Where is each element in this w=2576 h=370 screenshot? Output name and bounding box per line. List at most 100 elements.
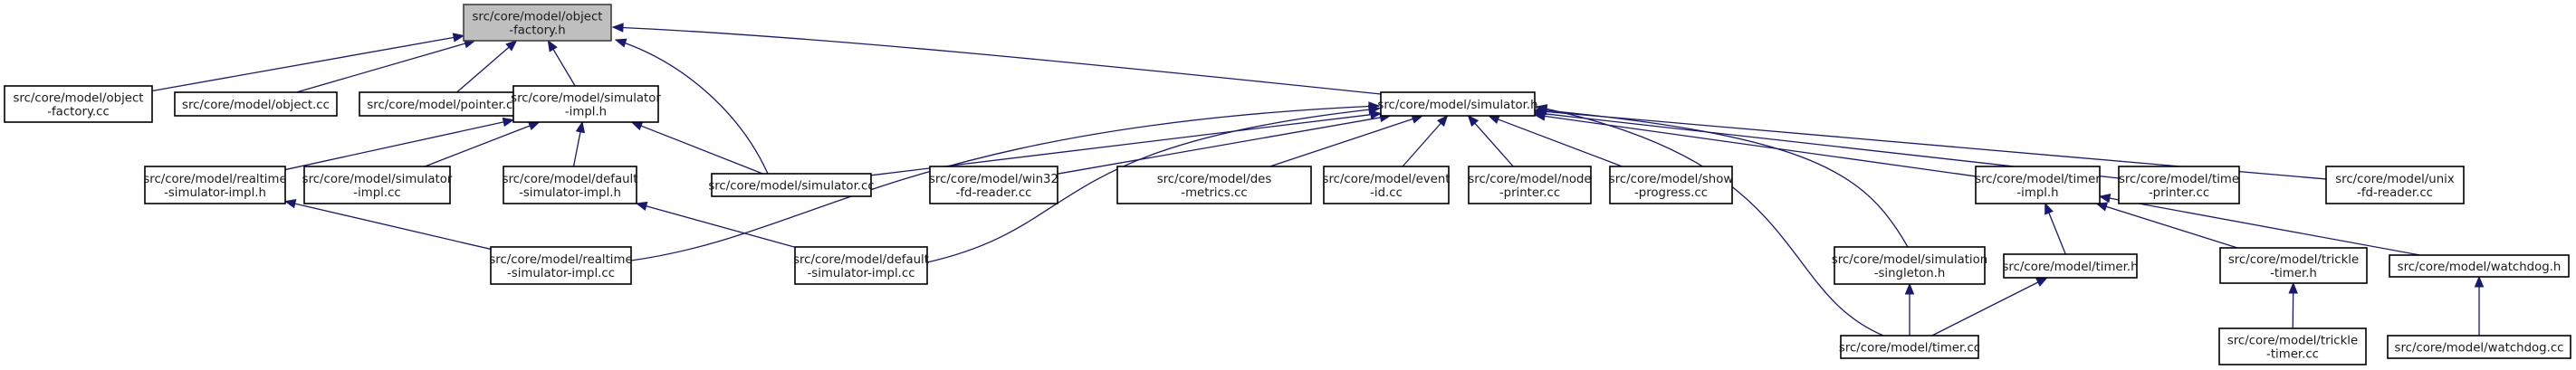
dependency-edge [611, 23, 1382, 95]
file-node-simulator-impl-h[interactable]: src/core/model/simulator-impl.h [511, 85, 661, 123]
node-label: src/core/model/trickle [2228, 253, 2359, 267]
node-box[interactable] [794, 246, 928, 285]
arrowhead-icon [547, 39, 558, 52]
edge-line [1473, 122, 1514, 167]
node-label: -factory.h [509, 24, 565, 38]
file-node-des-metrics-cc[interactable]: src/core/model/des-metrics.cc [1116, 166, 1312, 204]
node-box[interactable] [303, 166, 451, 204]
node-label: -id.cc [1370, 186, 1403, 200]
file-node-simulator-h[interactable]: src/core/model/simulator.h [1377, 91, 1538, 117]
file-node-default-simulator-impl-cc[interactable]: src/core/model/default-simulator-impl.cc [793, 246, 929, 285]
arrowhead-icon [630, 121, 644, 131]
file-node-timer-impl-h[interactable]: src/core/model/timer-impl.h [1975, 166, 2101, 204]
file-node-time-printer-cc[interactable]: src/core/model/time-printer.cc [2118, 166, 2240, 204]
file-node-show-progress-cc[interactable]: src/core/model/show-progress.cc [1609, 166, 1734, 204]
file-node-watchdog-cc[interactable]: src/core/model/watchdog.cc [2387, 335, 2571, 359]
node-label: -singleton.h [1874, 267, 1946, 280]
node-box[interactable] [1380, 91, 1536, 117]
dependency-edge [1931, 277, 2048, 337]
node-label: -factory.cc [47, 106, 110, 119]
file-node-object-cc[interactable]: src/core/model/object.cc [174, 91, 338, 117]
node-label: src/core/model/timer.cc [1839, 342, 1980, 356]
node-box[interactable] [2003, 253, 2138, 279]
file-node-timer-h[interactable]: src/core/model/timer.h [2003, 253, 2139, 279]
file-node-simulator-impl-cc[interactable]: src/core/model/simulator-impl.cc [302, 166, 453, 204]
node-label: src/core/model/watchdog.cc [2395, 342, 2564, 356]
node-label: src/core/model/simulation [1832, 253, 1987, 267]
dependency-edge [630, 121, 763, 175]
node-label: -simulator-impl.cc [807, 267, 915, 280]
node-label: src/core/model/default [503, 173, 638, 186]
dependency-edge [1535, 104, 1884, 337]
node-box[interactable] [463, 4, 612, 42]
arrowhead-icon [452, 33, 465, 43]
node-box[interactable] [2325, 166, 2465, 204]
node-box[interactable] [1834, 246, 1986, 285]
file-node-realtime-simulator-impl-cc[interactable]: src/core/model/realtime-simulator-impl.c… [489, 246, 633, 285]
file-node-object-factory-cc[interactable]: src/core/model/object-factory.cc [4, 85, 153, 123]
node-box[interactable] [4, 85, 153, 123]
edge-line [645, 204, 796, 248]
node-label: -progress.cc [1634, 186, 1708, 200]
file-node-object-factory-h[interactable]: src/core/model/object-factory.h [463, 4, 612, 42]
arrowhead-icon [611, 23, 624, 33]
node-box[interactable] [2389, 254, 2570, 278]
dependency-edge [2288, 281, 2298, 329]
node-label: src/core/model/watchdog.h [2398, 261, 2562, 274]
node-box[interactable] [512, 85, 659, 123]
file-node-timer-cc[interactable]: src/core/model/timer.cc [1839, 335, 1980, 359]
node-box[interactable] [1609, 166, 1733, 204]
node-box[interactable] [359, 91, 528, 117]
dependency-edge [1269, 114, 1424, 167]
node-box[interactable] [2118, 166, 2240, 204]
node-box[interactable] [144, 166, 286, 204]
file-node-simulator-cc[interactable]: src/core/model/simulator.cc [708, 173, 875, 197]
dependency-edge [926, 105, 1381, 263]
file-node-simulation-singleton-h[interactable]: src/core/model/simulation-singleton.h [1832, 246, 1987, 285]
node-label: -fd-reader.cc [956, 186, 1032, 200]
node-box[interactable] [490, 246, 632, 285]
node-box[interactable] [1116, 166, 1312, 204]
file-node-event-id-cc[interactable]: src/core/model/event-id.cc [1323, 166, 1451, 204]
file-node-trickle-timer-cc[interactable]: src/core/model/trickle-timer.cc [2218, 327, 2367, 365]
node-box[interactable] [174, 91, 338, 117]
arrowhead-icon [2045, 202, 2054, 215]
node-box[interactable] [2219, 247, 2368, 284]
arrowhead-icon [2474, 275, 2485, 288]
node-box[interactable] [1840, 335, 1979, 359]
file-node-node-printer-cc[interactable]: src/core/model/node-printer.cc [1468, 166, 1592, 204]
node-box[interactable] [2218, 327, 2367, 365]
node-box[interactable] [1323, 166, 1450, 204]
node-box[interactable] [711, 173, 872, 197]
file-node-win32-fd-reader-cc[interactable]: src/core/model/win32-fd-reader.cc [929, 166, 1058, 204]
dependency-edge [2095, 202, 2238, 249]
node-label: src/core/model/node [1468, 173, 1591, 186]
node-label: src/core/model/time [2119, 173, 2239, 186]
node-label: -fd-reader.cc [2357, 186, 2433, 200]
arrowhead-icon [2095, 202, 2109, 212]
file-node-watchdog-h[interactable]: src/core/model/watchdog.h [2389, 254, 2570, 278]
arrowhead-icon [1487, 115, 1500, 124]
arrowhead-icon [1904, 282, 1915, 295]
arrowhead-icon [1369, 109, 1383, 119]
file-node-trickle-timer-h[interactable]: src/core/model/trickle-timer.h [2219, 247, 2368, 284]
edge-line [551, 48, 576, 87]
node-box[interactable] [503, 166, 637, 204]
file-node-realtime-simulator-impl-h[interactable]: src/core/model/realtime-simulator-impl.h [143, 166, 287, 204]
dependency-edge [870, 109, 1383, 176]
file-node-unix-fd-reader-cc[interactable]: src/core/model/unix-fd-reader.cc [2325, 166, 2465, 204]
dependency-edge [572, 120, 586, 167]
node-box[interactable] [1468, 166, 1592, 204]
node-box[interactable] [2387, 335, 2571, 359]
node-box[interactable] [929, 166, 1058, 204]
dependency-edge [2098, 193, 2420, 256]
file-node-default-simulator-impl-h[interactable]: src/core/model/default-simulator-impl.h [503, 166, 638, 204]
file-node-pointer-cc[interactable]: src/core/model/pointer.cc [359, 91, 528, 117]
dependency-edge [547, 39, 576, 87]
node-label: src/core/model/simulator [511, 92, 661, 106]
node-box[interactable] [1975, 166, 2101, 204]
edge-line [456, 46, 511, 93]
edge-line [630, 105, 1380, 261]
dependency-edge [1467, 115, 1514, 167]
